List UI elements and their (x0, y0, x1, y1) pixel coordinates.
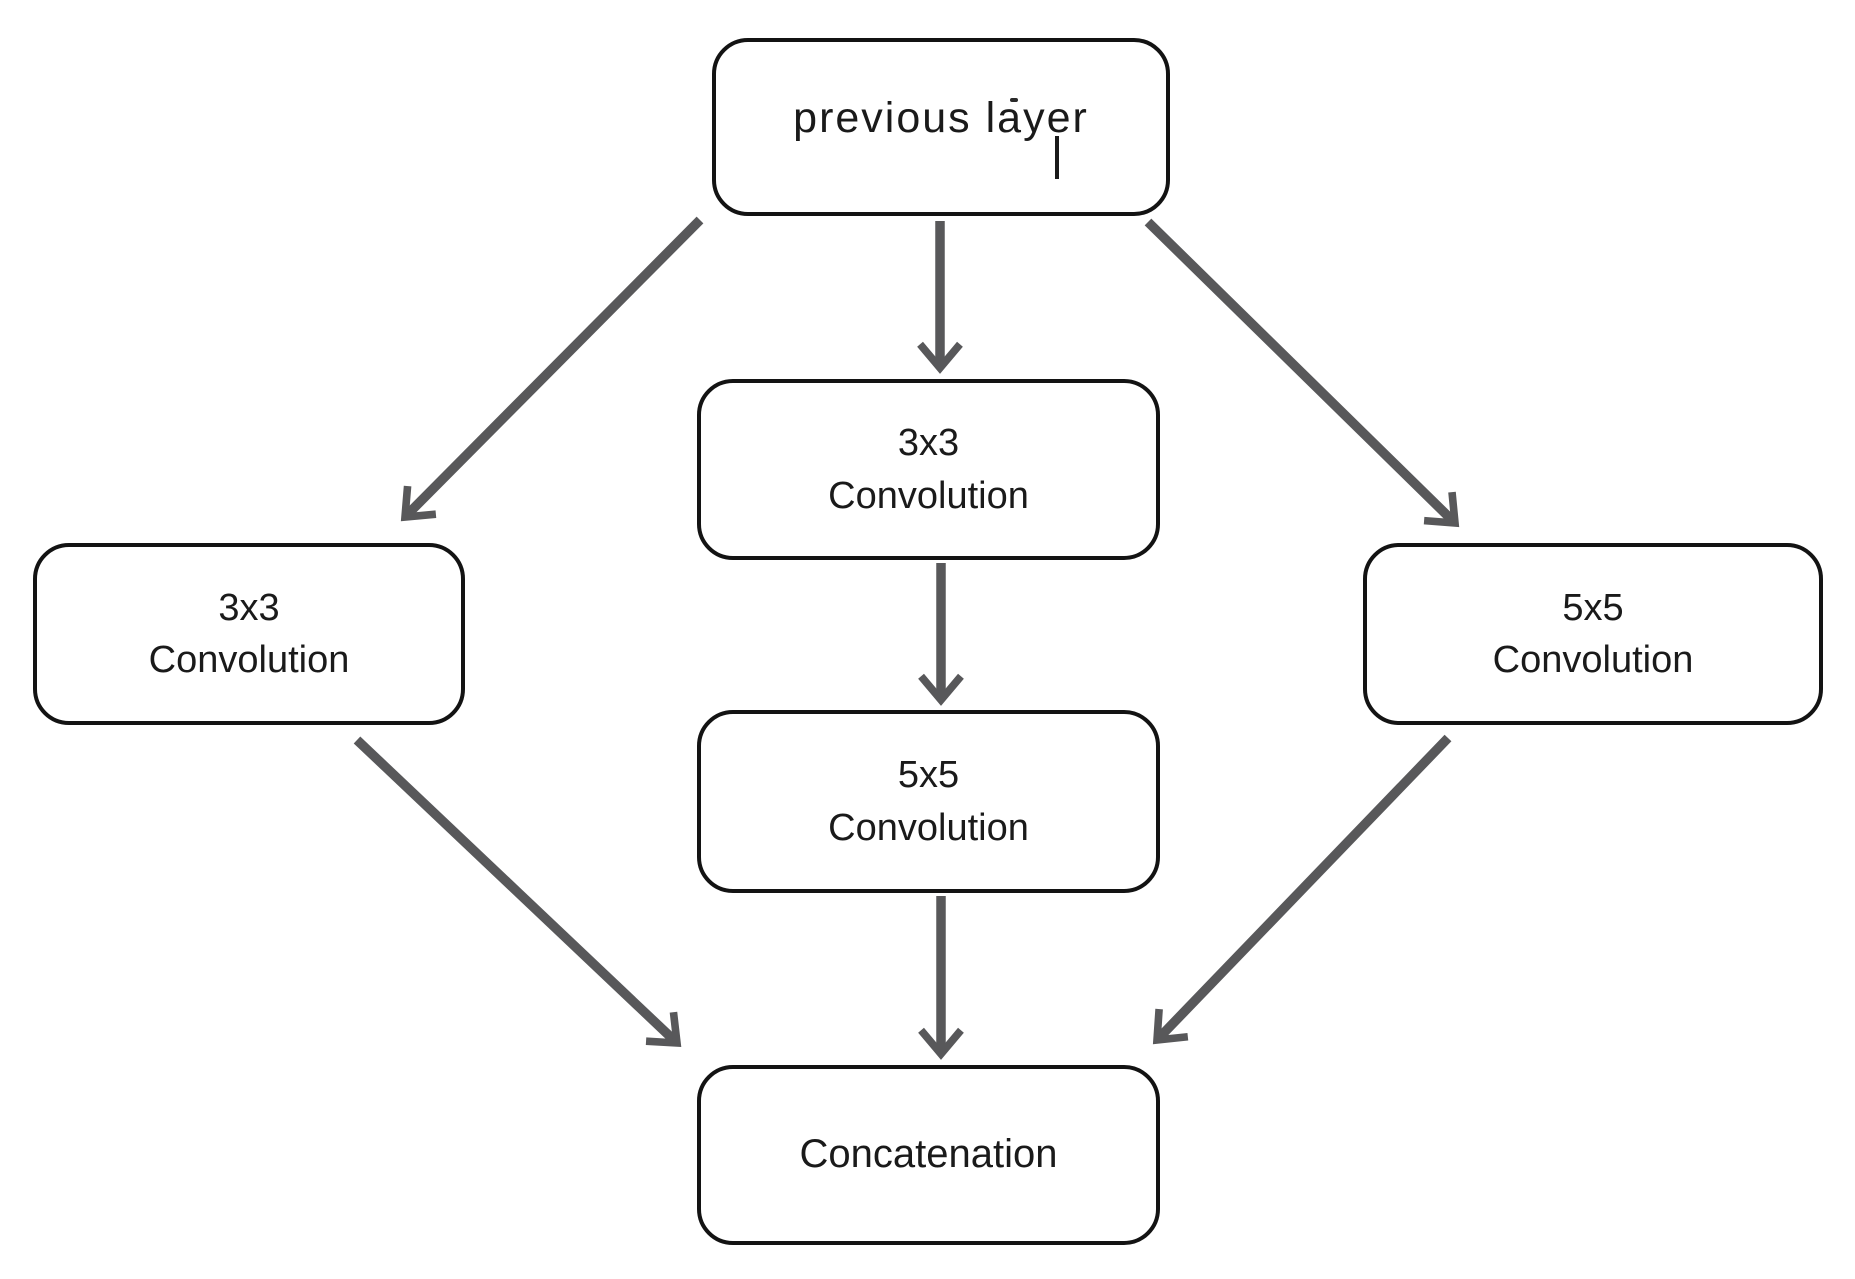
arrow-conv3-left-to-concat (353, 736, 682, 1048)
node-label-type: Convolution (828, 474, 1029, 517)
node-conv5-convolution-middle: 5x5 Convolution (697, 710, 1160, 893)
arrow-previous-to-conv5-right (1144, 218, 1460, 528)
pen-stroke-artifact (1055, 136, 1059, 179)
node-conv3-convolution-middle: 3x3 Convolution (697, 379, 1160, 560)
node-label-size: 5x5 (897, 754, 960, 797)
node-previous-layer-label: previous layer (793, 94, 1089, 143)
node-label-size: 3x3 (218, 586, 280, 629)
node-concatenation-label: Concatenation (799, 1132, 1058, 1177)
node-label-type: Convolution (148, 639, 350, 681)
arrow-previous-to-conv3-left (400, 216, 704, 522)
node-label-type: Convolution (828, 806, 1029, 849)
node-conv5-convolution-right: 5x5 Convolution (1363, 543, 1823, 725)
node-label-type: Convolution (1492, 639, 1694, 681)
ink-speck-artifact (1010, 98, 1018, 102)
node-previous-layer: previous layer (712, 38, 1170, 216)
node-concatenation: Concatenation (697, 1065, 1160, 1245)
node-label-size: 5x5 (1562, 586, 1624, 629)
node-conv3-convolution-left: 3x3 Convolution (33, 543, 465, 725)
arrow-conv5-right-to-concat (1152, 734, 1452, 1045)
node-label-size: 3x3 (897, 422, 960, 465)
